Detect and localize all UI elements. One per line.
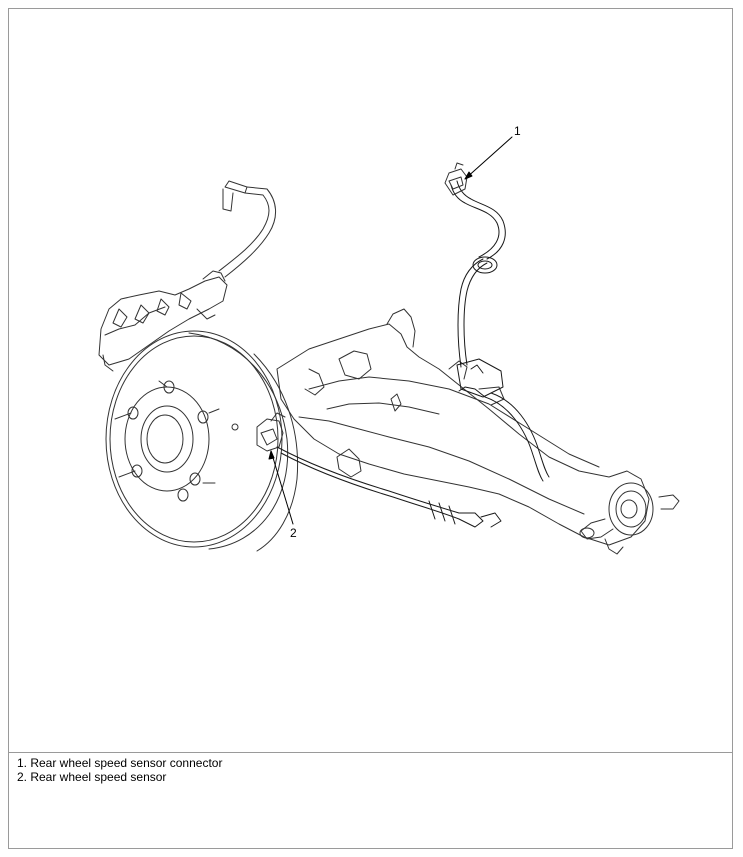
leader-line-2 (270, 450, 294, 525)
callout-1: 1 (514, 124, 521, 138)
legend-item-1: 1. Rear wheel speed sensor connector (17, 756, 223, 770)
sensor-cable (276, 446, 502, 528)
sensor-harness (450, 180, 550, 482)
arrowhead-2 (268, 450, 275, 460)
sensor-connector (444, 162, 468, 196)
figure-area: 1 2 (9, 9, 732, 753)
leader-lines (270, 136, 513, 525)
rear-suspension-illustration: 1 2 (98, 124, 680, 555)
brake-caliper (98, 270, 228, 372)
trailing-arm (276, 308, 650, 546)
legend: 1. Rear wheel speed sensor connector 2. … (17, 756, 222, 784)
diagram-frame: 1 2 1. Rear wheel speed sensor connector… (8, 8, 733, 849)
brake-disc (105, 330, 299, 552)
legend-item-2: 2. Rear wheel speed sensor (17, 770, 167, 784)
leader-line-1 (464, 136, 513, 180)
arrowhead-1 (464, 171, 473, 180)
arm-bushing (579, 482, 680, 555)
callout-2: 2 (290, 526, 297, 540)
brake-hose (218, 180, 276, 278)
speed-sensor (256, 412, 286, 452)
